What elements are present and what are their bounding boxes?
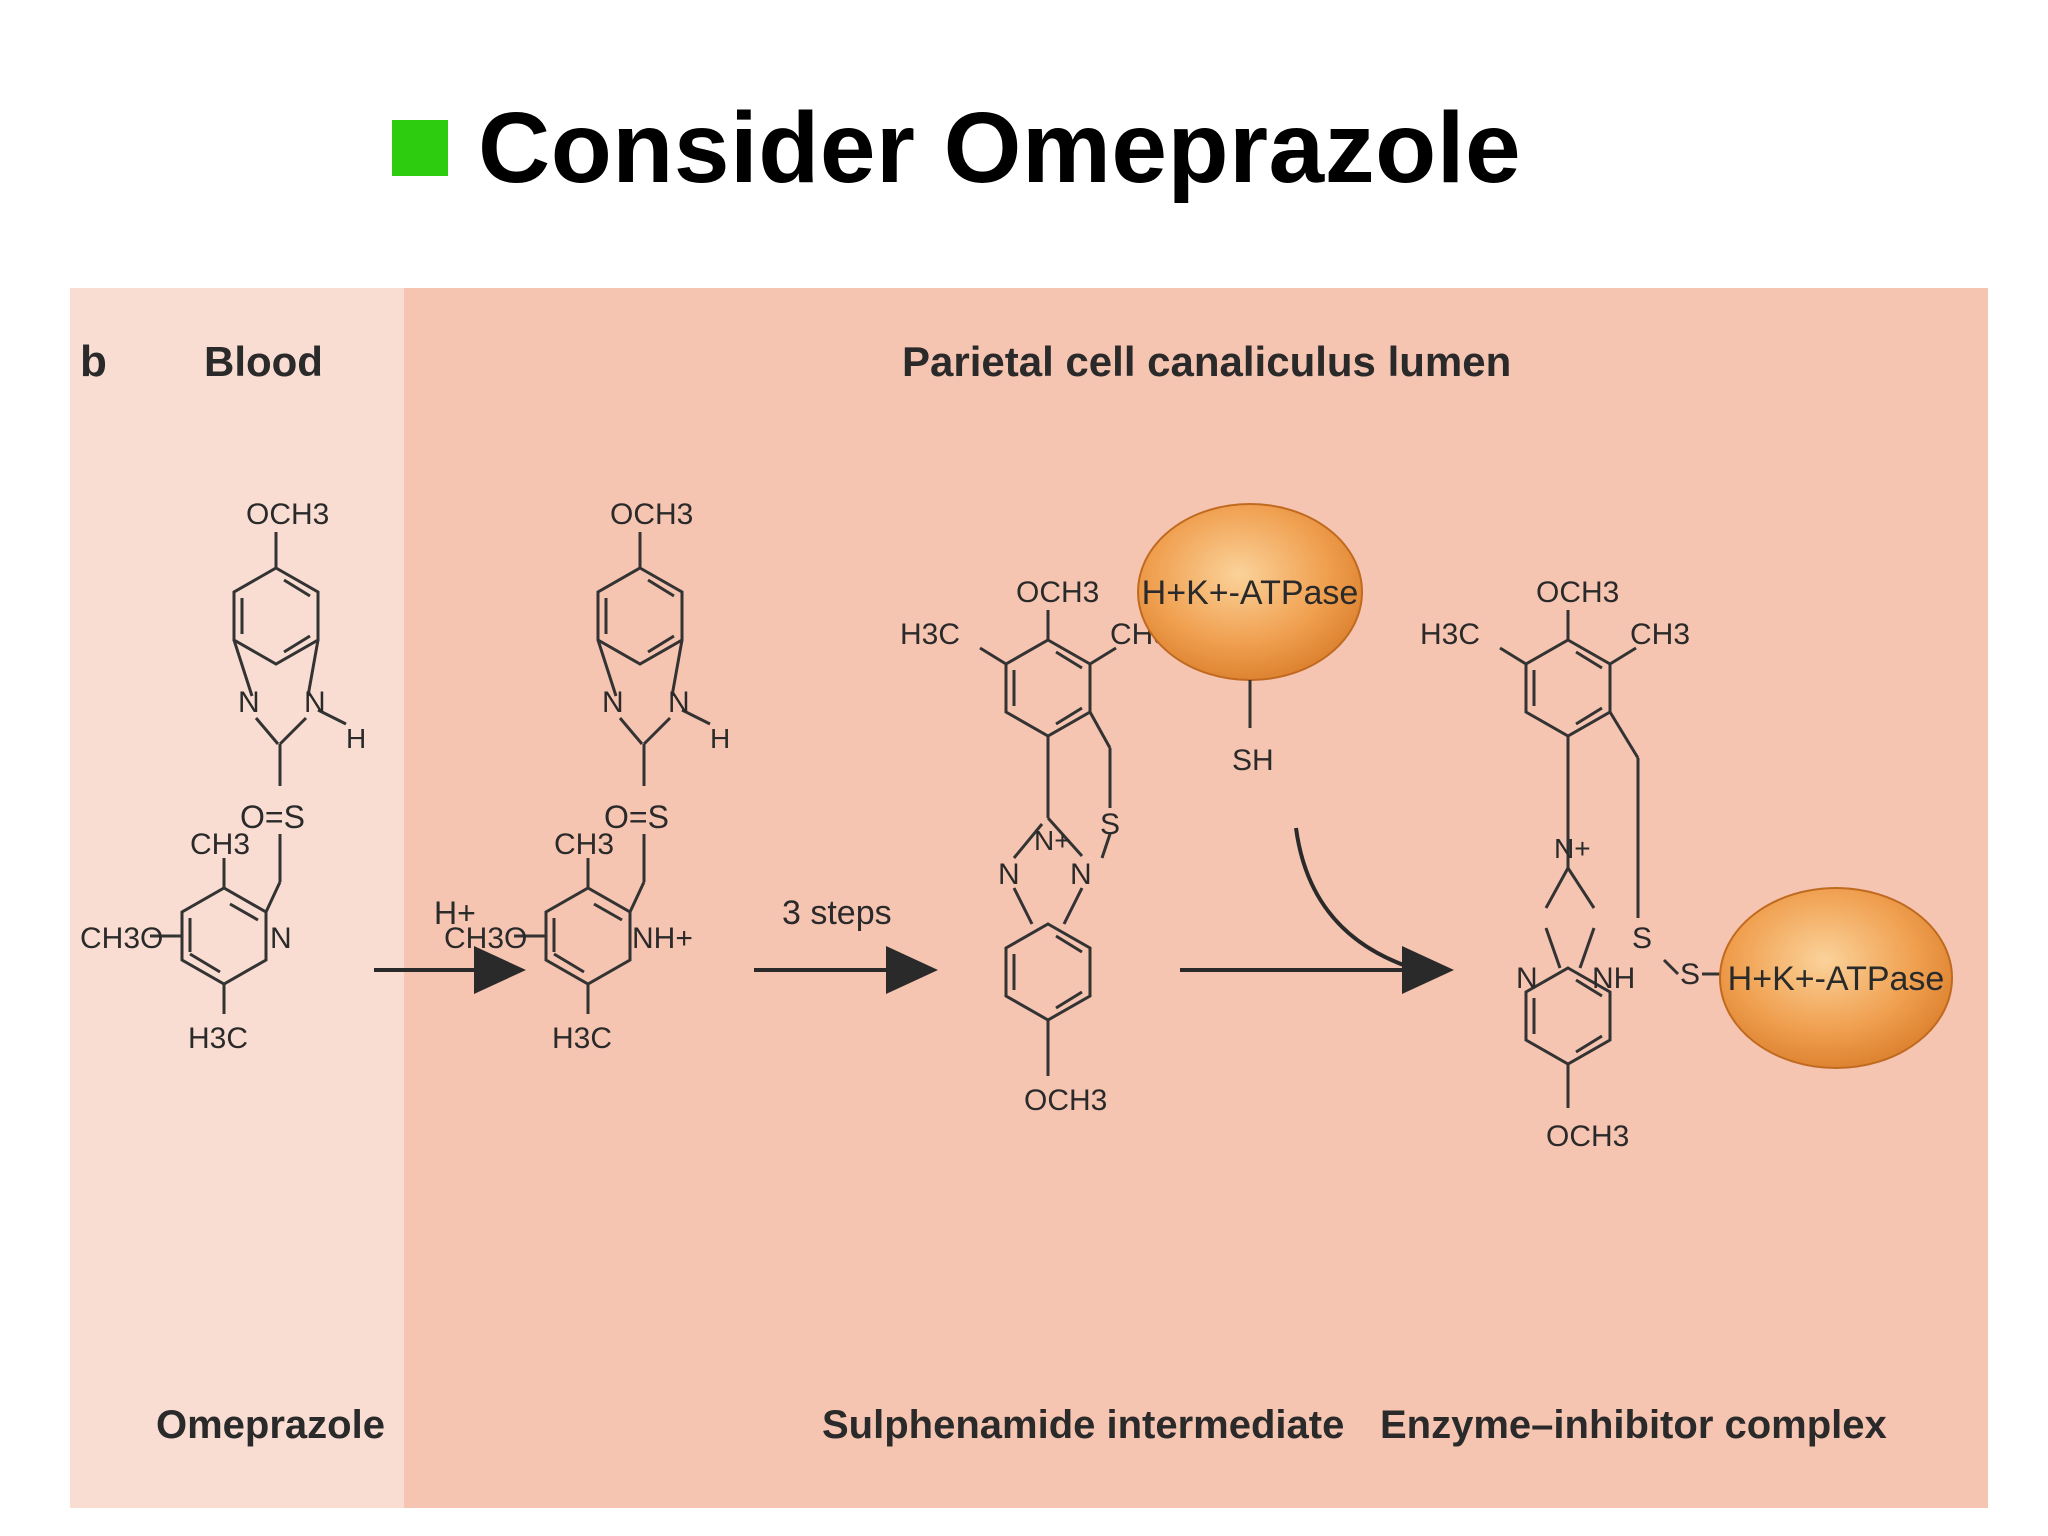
- caption-omeprazole: Omeprazole: [156, 1403, 385, 1447]
- complex-h3c: H3C: [1420, 618, 1480, 651]
- omeprazole-n2: N: [304, 686, 326, 719]
- curved-arrow-sh: [1294, 827, 1413, 970]
- sulphenamide-n-plus: N+: [1034, 825, 1071, 856]
- protonated-h3c: H3C: [552, 1022, 612, 1055]
- protonated-n2: N: [668, 686, 690, 719]
- protonated-och3: OCH3: [610, 498, 693, 531]
- sulphenamide-h3c: H3C: [900, 618, 960, 651]
- complex-n-plus: N+: [1554, 833, 1591, 864]
- bullet-square: [392, 120, 448, 176]
- sulphenamide-och3-top: OCH3: [1016, 576, 1099, 609]
- omeprazole-oes: O=S: [240, 799, 305, 835]
- complex-s2: S: [1680, 958, 1700, 991]
- omeprazole-structure: OCH3: [150, 498, 347, 1014]
- region-label-blood: Blood: [204, 338, 323, 385]
- caption-complex: Enzyme–inhibitor complex: [1380, 1403, 1887, 1447]
- omeprazole-h: H: [346, 723, 366, 754]
- sulphenamide-och3-bottom: OCH3: [1024, 1084, 1107, 1117]
- caption-sulphenamide: Sulphenamide intermediate: [822, 1403, 1344, 1447]
- enzyme-label-top: H+K+-ATPase: [1142, 574, 1359, 612]
- slide-title: Consider Omeprazole: [392, 88, 1521, 208]
- reagent-proton: H+: [434, 895, 476, 931]
- complex-och3-bottom: OCH3: [1546, 1120, 1629, 1153]
- protonated-h: H: [710, 723, 730, 754]
- omeprazole-och3: OCH3: [246, 498, 329, 531]
- complex-s1: S: [1632, 922, 1652, 955]
- protonated-structure: OCH3: [514, 498, 711, 1014]
- enzyme-thiol: H+K+-ATPase SH: [1137, 503, 1363, 777]
- sulphenamide-n2: N: [1070, 858, 1092, 891]
- enzyme-label-bound: H+K+-ATPase: [1728, 960, 1945, 998]
- omeprazole-h3c: H3C: [188, 1022, 248, 1055]
- protonated-ch3o: CH3O: [444, 922, 527, 955]
- enzyme-bound: H+K+-ATPase: [1719, 887, 1953, 1069]
- panel-letter: b: [80, 337, 107, 386]
- blood-region: [70, 288, 404, 1508]
- mechanism-figure: b Blood Parietal cell canaliculus lumen …: [70, 288, 1988, 1508]
- complex-n: N: [1516, 962, 1538, 995]
- sulphenamide-n1: N: [998, 858, 1020, 891]
- protonated-n1: N: [602, 686, 624, 719]
- reagent-three-steps: 3 steps: [782, 894, 892, 932]
- protonated-ch3: CH3: [554, 828, 614, 861]
- protonated-nh-plus: NH+: [632, 922, 693, 955]
- protonated-oes: O=S: [604, 799, 669, 835]
- omeprazole-n3: N: [270, 922, 292, 955]
- complex-nh: NH: [1592, 962, 1635, 995]
- omeprazole-ch3: CH3: [190, 828, 250, 861]
- complex-structure: [1499, 610, 1724, 1108]
- complex-ch3: CH3: [1630, 618, 1690, 651]
- omeprazole-ch3o: CH3O: [80, 922, 163, 955]
- complex-och3-top: OCH3: [1536, 576, 1619, 609]
- reaction-diagram: b Blood Parietal cell canaliculus lumen …: [80, 337, 1953, 1447]
- sulphenamide-s: S: [1100, 808, 1120, 841]
- sulphenamide-structure: [979, 610, 1117, 1076]
- omeprazole-n1: N: [238, 686, 260, 719]
- thiol-sh: SH: [1232, 744, 1274, 777]
- region-label-lumen: Parietal cell canaliculus lumen: [902, 338, 1511, 385]
- title-text: Consider Omeprazole: [478, 91, 1522, 204]
